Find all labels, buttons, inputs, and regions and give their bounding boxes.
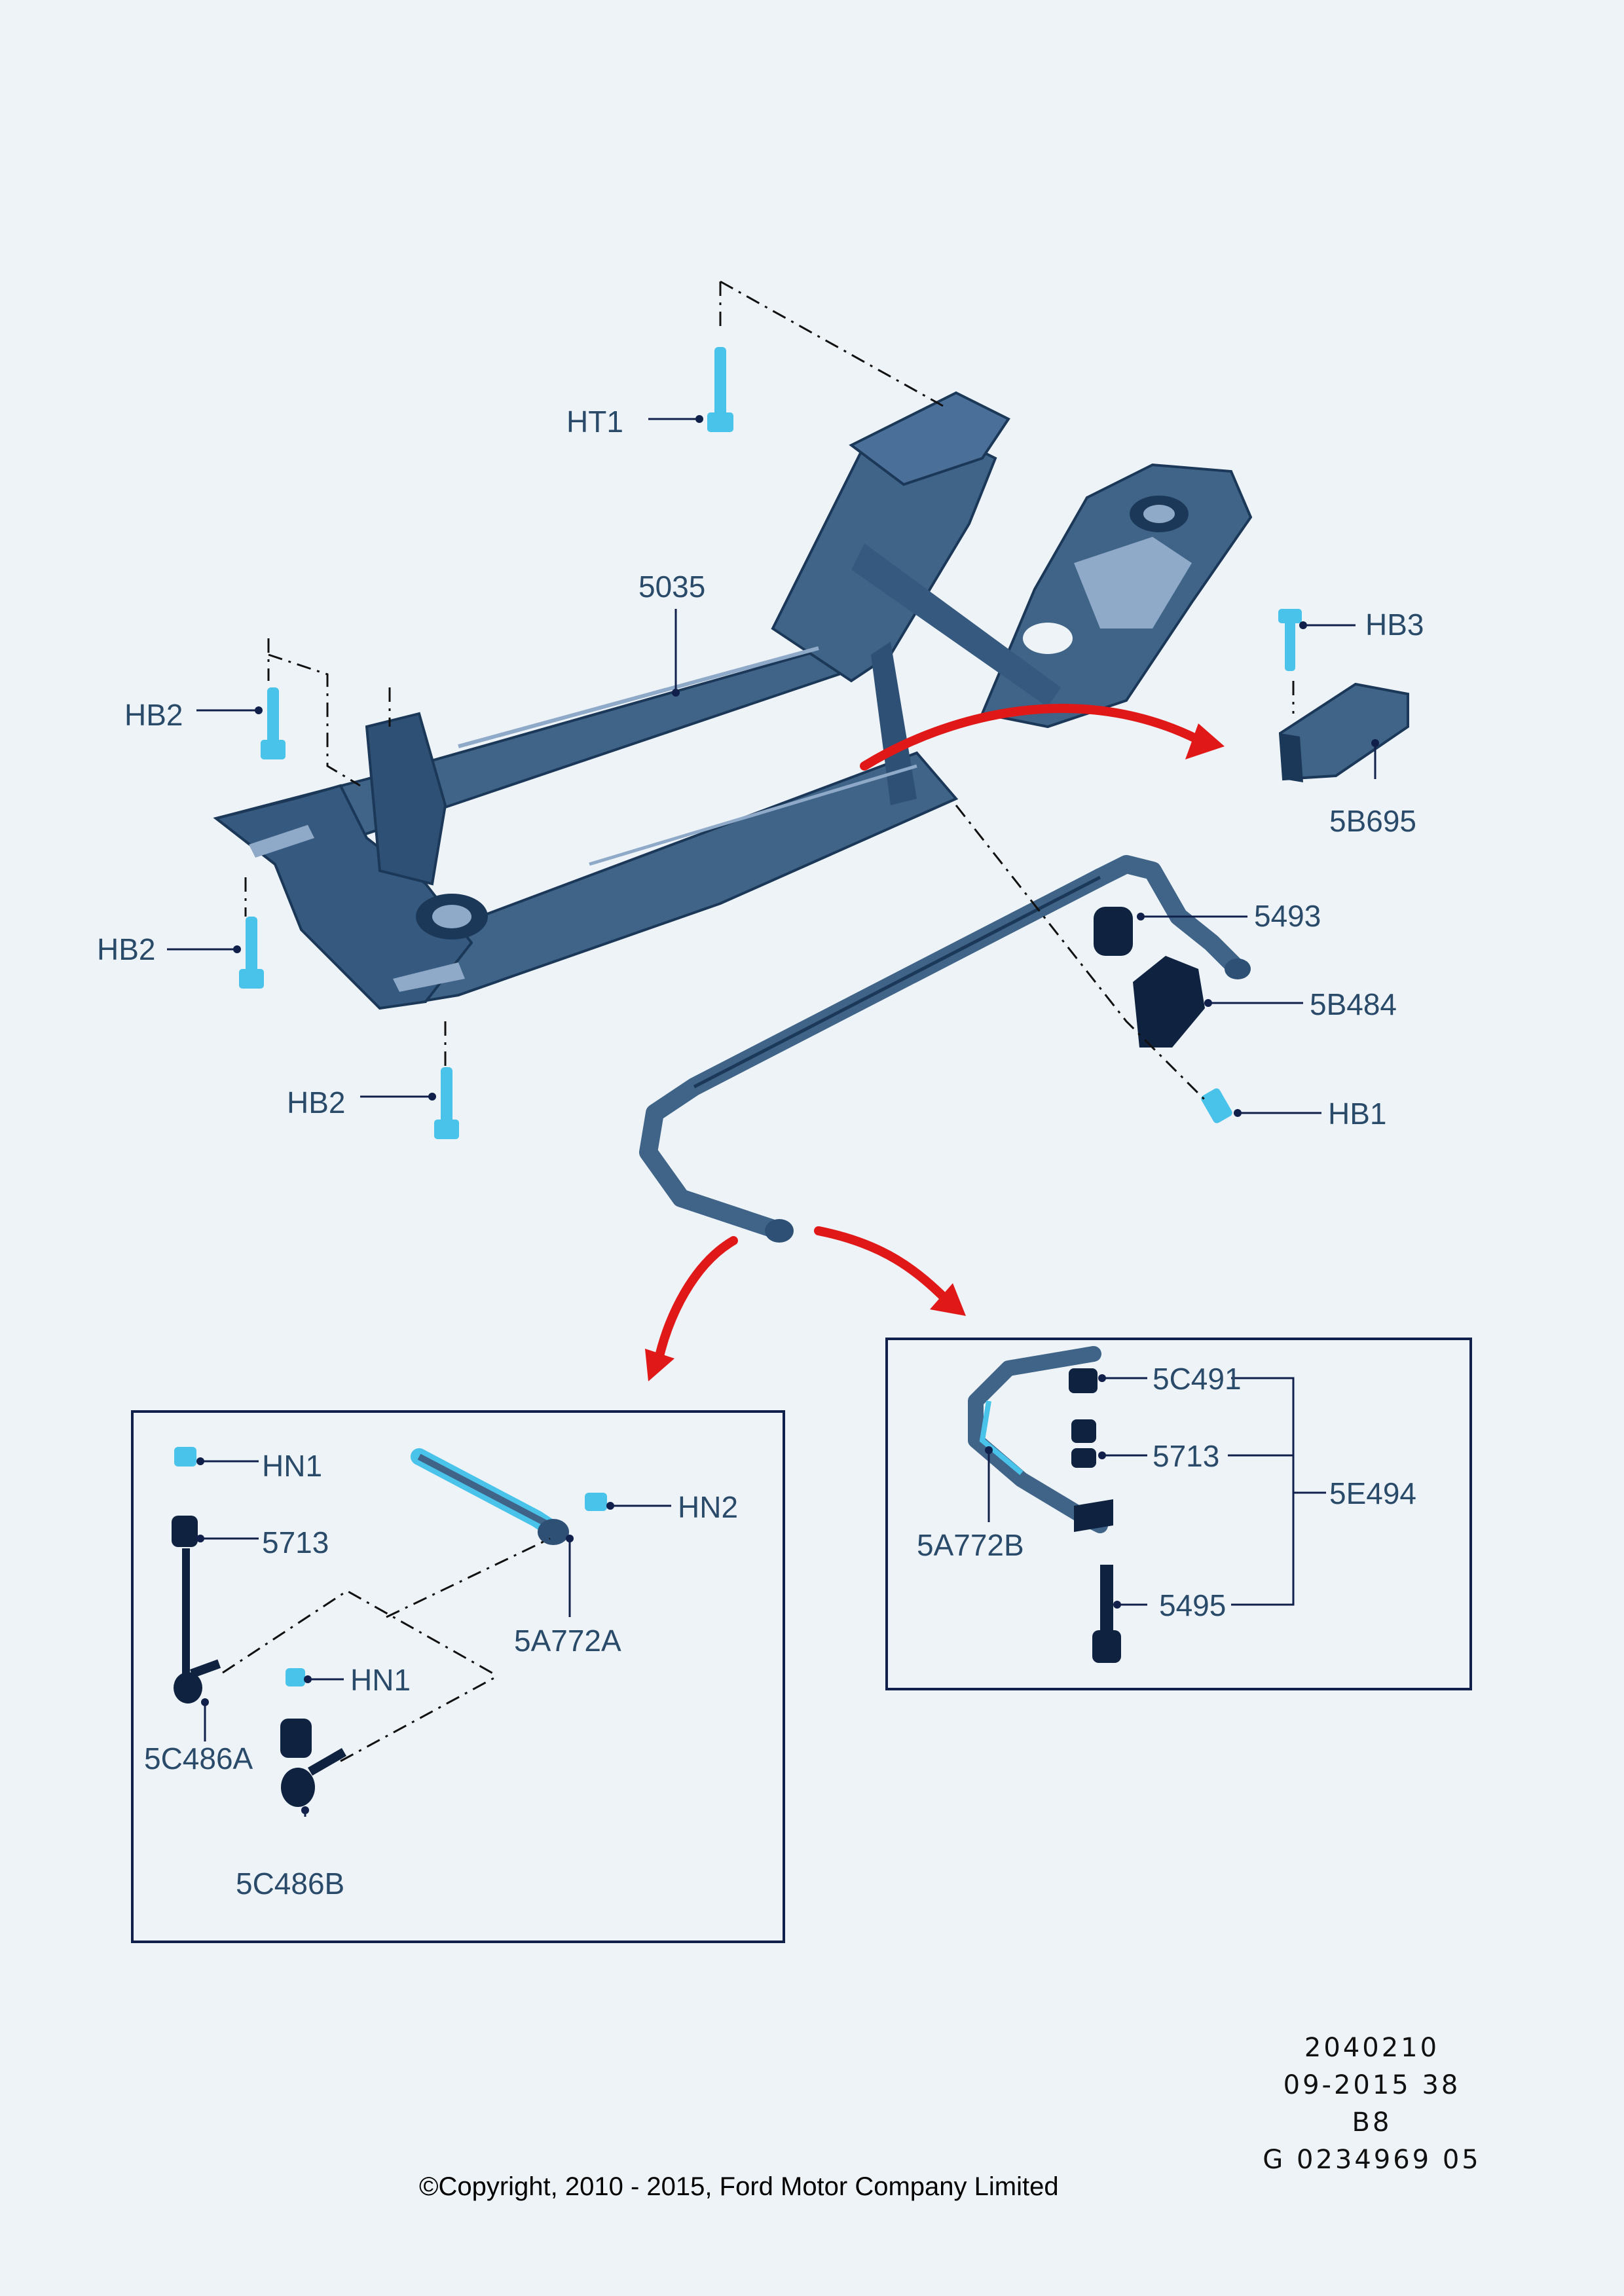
reference-line-1: 2040210	[1304, 2033, 1440, 2063]
label-hn1-lower: HN1	[350, 1663, 411, 1697]
label-5035: 5035	[638, 570, 705, 604]
label-hb1: HB1	[1328, 1097, 1386, 1131]
clamp-5b484	[1133, 956, 1205, 1048]
red-arrowheads	[645, 723, 1225, 1381]
red-curved-arrow-icon	[654, 704, 1203, 1366]
label-5493: 5493	[1254, 899, 1321, 933]
bracket-5b695	[1278, 682, 1409, 782]
bolt-icon	[239, 347, 1302, 1139]
inset-frame-b	[885, 1338, 1472, 1690]
label-5495: 5495	[1159, 1588, 1226, 1622]
label-5a772a: 5A772A	[514, 1624, 621, 1658]
label-5b484: 5B484	[1310, 987, 1397, 1021]
label-5713-b: 5713	[1153, 1439, 1219, 1473]
label-hn1-top: HN1	[262, 1449, 322, 1483]
stabilizer-bar	[639, 855, 1251, 1243]
bushing-5493	[1094, 907, 1133, 956]
label-5c491: 5C491	[1153, 1362, 1242, 1396]
reference-line-3: B8	[1352, 2107, 1392, 2138]
label-hb2-mid: HB2	[97, 932, 155, 966]
rear-subframe	[213, 391, 1253, 1010]
label-ht1: HT1	[566, 405, 623, 439]
label-5c486a: 5C486A	[144, 1741, 253, 1776]
label-hn2: HN2	[678, 1490, 738, 1524]
bracket-lines-5e494	[1228, 1377, 1326, 1606]
reference-line-4: G 0234969 05	[1263, 2145, 1481, 2175]
part-labels: HT1 5035 HB3 HB2 HB2 HB2 5B695 5493 5B48…	[97, 405, 1424, 1901]
label-hb2-bottom: HB2	[287, 1085, 345, 1120]
label-5713-a: 5713	[262, 1525, 329, 1559]
copyright-notice: ©Copyright, 2010 - 2015, Ford Motor Comp…	[419, 2172, 1059, 2201]
label-5e494: 5E494	[1329, 1476, 1416, 1510]
inset-frame-a	[131, 1410, 785, 1943]
leader-lines	[167, 415, 1379, 1817]
label-5a772b: 5A772B	[917, 1528, 1024, 1562]
reference-line-2: 09-2015 38	[1283, 2070, 1461, 2100]
construction-lines	[244, 280, 1295, 1101]
label-hb3: HB3	[1365, 608, 1424, 642]
label-5b695: 5B695	[1329, 804, 1416, 838]
label-5c486b: 5C486B	[236, 1867, 344, 1901]
label-hb2-top: HB2	[124, 698, 183, 732]
